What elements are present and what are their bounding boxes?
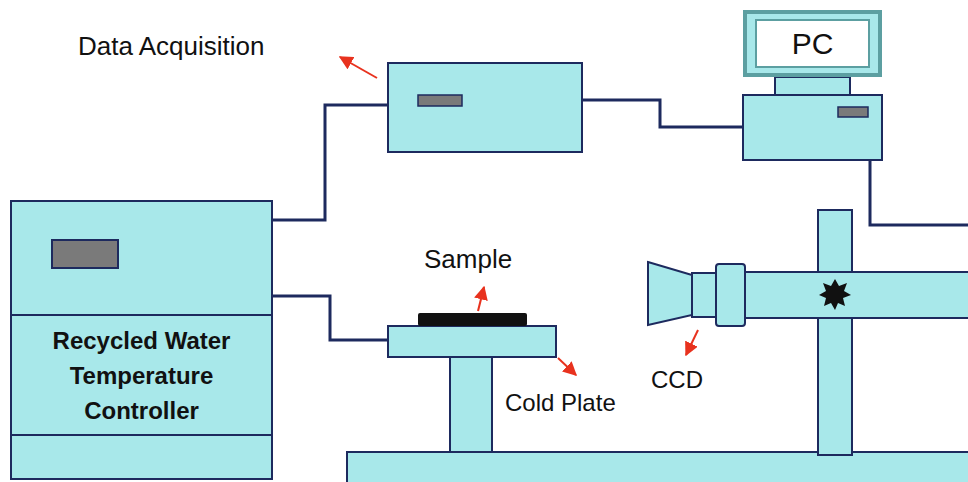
camera-tube [745, 272, 968, 318]
leader-arrow [558, 358, 576, 375]
drive-slot [838, 107, 868, 117]
display [52, 240, 118, 268]
camera-lens [648, 262, 692, 325]
cold-plate [388, 326, 556, 357]
wire [273, 296, 388, 340]
controller-body [10, 200, 273, 480]
divider [10, 434, 273, 436]
camera-barrel [692, 273, 716, 317]
pc-case [743, 95, 882, 160]
camera-ring [716, 264, 745, 326]
device-name: Recycled Water Temperature Controller [12, 315, 271, 435]
display [418, 95, 462, 106]
monitor-stand [775, 77, 850, 95]
part-label: Sample [424, 245, 512, 275]
controller-box: Recycled Water Temperature Controller [10, 200, 273, 480]
sample [418, 313, 527, 326]
divider [10, 314, 273, 316]
leader-arrows [340, 57, 698, 375]
wire [870, 160, 968, 225]
part-label: CCD [651, 366, 703, 394]
part-label: Cold Plate [505, 389, 616, 417]
base-plate [347, 452, 968, 482]
leader-arrow [478, 287, 484, 311]
wire [582, 100, 743, 127]
camera-post [818, 210, 852, 455]
part-label: Data Acquisition [78, 32, 264, 62]
daq-box [388, 63, 582, 152]
pc-monitor: PC [743, 10, 882, 77]
wire [273, 105, 388, 220]
screen-label: PC [755, 19, 870, 68]
clamp-knob [819, 279, 851, 310]
leader-arrow [686, 330, 698, 355]
leader-arrow [340, 57, 377, 78]
stand [450, 357, 492, 452]
